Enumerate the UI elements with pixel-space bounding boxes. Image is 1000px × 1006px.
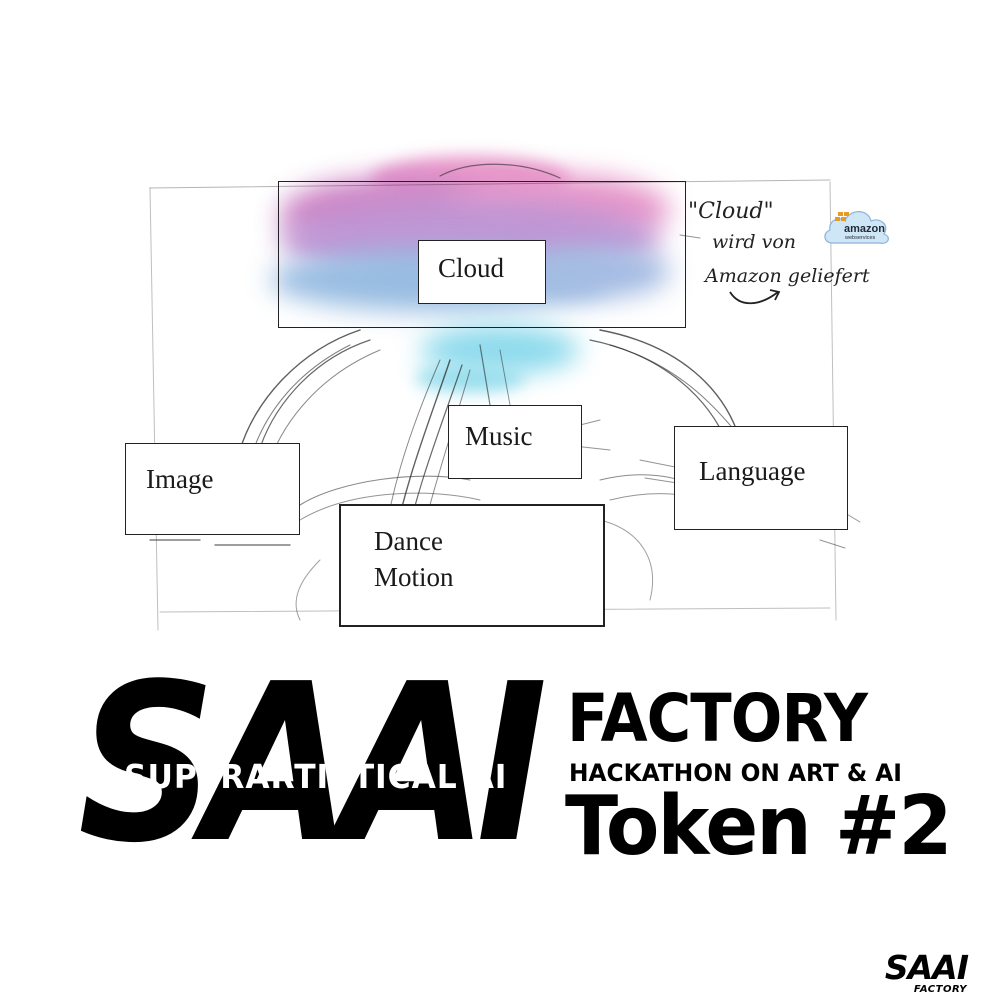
node-image: Image <box>125 443 300 535</box>
note-line-1: "Cloud" <box>688 199 774 224</box>
handwritten-note: "Cloud" wird von Amazon geliefert <box>688 199 870 287</box>
saai-logo-big: SAAI <box>78 638 548 891</box>
corner-logo-factory: FACTORY <box>913 984 967 995</box>
cloud-frame <box>278 181 686 328</box>
node-dance-line-2: Motion <box>374 562 454 592</box>
node-dance-line-1: Dance <box>374 526 443 556</box>
saai-overlay-text: SUPERARTISTICAL AI <box>124 757 508 796</box>
node-music-label: Music <box>465 421 533 451</box>
corner-logo-saai: SAAI <box>884 948 969 987</box>
node-cloud: Cloud <box>418 240 546 304</box>
note-arrow <box>729 289 781 305</box>
aws-logo-subtext: webservices <box>844 235 876 241</box>
factory-title: FACTORY <box>567 680 868 757</box>
aws-logo-text: amazon <box>844 223 885 235</box>
note-line-3: Amazon geliefert <box>703 265 870 287</box>
token-title: Token #2 <box>565 779 953 874</box>
node-language: Language <box>674 426 848 530</box>
hackathon-subtitle: HACKATHON ON ART & AI <box>569 759 902 787</box>
node-music: Music <box>448 405 582 479</box>
note-line-2: wird von <box>712 231 796 253</box>
node-cloud-label: Cloud <box>438 253 505 283</box>
aws-cloud-logo: amazon webservices <box>824 211 889 244</box>
corner-logo: SAAI FACTORY <box>884 950 984 1006</box>
node-language-label: Language <box>699 456 806 486</box>
node-image-label: Image <box>146 464 214 494</box>
